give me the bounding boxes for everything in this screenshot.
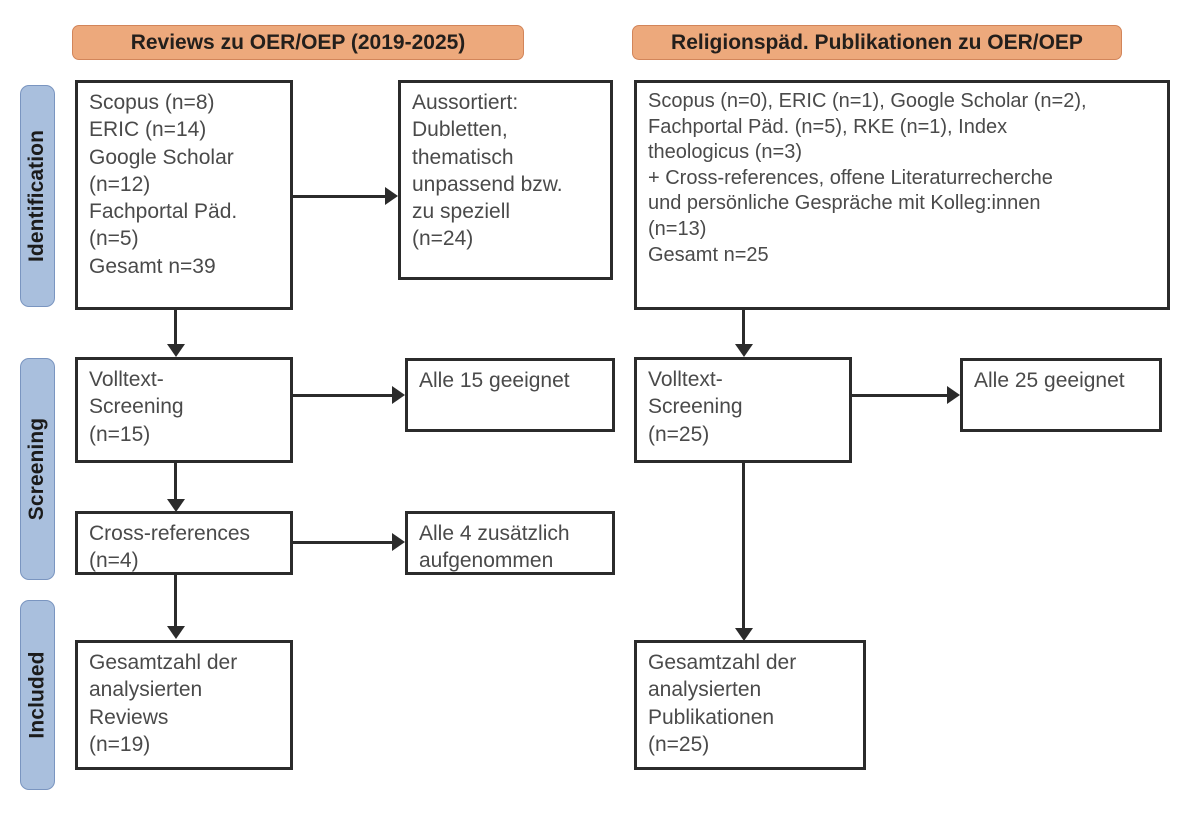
stage-bar-screening: Screening: [20, 358, 55, 580]
left-cross-references-result-box: Alle 4 zusätzlich aufgenommen: [405, 511, 615, 575]
connector-right-screening-to-result: [852, 394, 947, 397]
right-included-box: Gesamtzahl der analysierten Publikatione…: [634, 640, 866, 770]
connector-left-sources-to-excluded: [293, 195, 385, 198]
arrowhead-left-sources-to-excluded: [385, 187, 398, 205]
right-identification-sources-box: Scopus (n=0), ERIC (n=1), Google Scholar…: [634, 80, 1170, 310]
arrowhead-left-screening-to-result: [392, 386, 405, 404]
column-header-right: Religionspäd. Publikationen zu OER/OEP: [632, 25, 1122, 60]
arrowhead-right-screening-to-included: [735, 628, 753, 641]
left-included-box: Gesamtzahl der analysierten Reviews (n=1…: [75, 640, 293, 770]
connector-left-screening-to-result: [293, 394, 392, 397]
arrowhead-right-screening-to-result: [947, 386, 960, 404]
right-screening-box: Volltext- Screening (n=25): [634, 357, 852, 463]
connector-left-sources-to-screening: [174, 310, 177, 344]
connector-right-sources-to-screening: [742, 310, 745, 344]
connector-left-screening-to-crossrefs: [174, 463, 177, 499]
stage-bar-identification: Identification: [20, 85, 55, 307]
right-screening-result-box: Alle 25 geeignet: [960, 358, 1162, 432]
stage-label-screening: Screening: [25, 417, 49, 521]
arrowhead-left-crossrefs-to-included: [167, 626, 185, 639]
connector-right-screening-to-included: [742, 463, 745, 628]
arrowhead-left-crossrefs-to-result: [392, 533, 405, 551]
column-header-left: Reviews zu OER/OEP (2019-2025): [72, 25, 524, 60]
left-excluded-box: Aussortiert: Dubletten, thematisch unpas…: [398, 80, 613, 280]
arrowhead-left-screening-to-crossrefs: [167, 499, 185, 512]
left-identification-sources-box: Scopus (n=8) ERIC (n=14) Google Scholar …: [75, 80, 293, 310]
arrowhead-left-sources-to-screening: [167, 344, 185, 357]
left-screening-box: Volltext- Screening (n=15): [75, 357, 293, 463]
stage-bar-included: Included: [20, 600, 55, 790]
stage-label-included: Included: [25, 651, 49, 739]
arrowhead-right-sources-to-screening: [735, 344, 753, 357]
left-cross-references-box: Cross-references (n=4): [75, 511, 293, 575]
left-screening-result-box: Alle 15 geeignet: [405, 358, 615, 432]
connector-left-crossrefs-to-result: [293, 541, 392, 544]
connector-left-crossrefs-to-included: [174, 575, 177, 626]
stage-label-identification: Identification: [25, 129, 49, 263]
